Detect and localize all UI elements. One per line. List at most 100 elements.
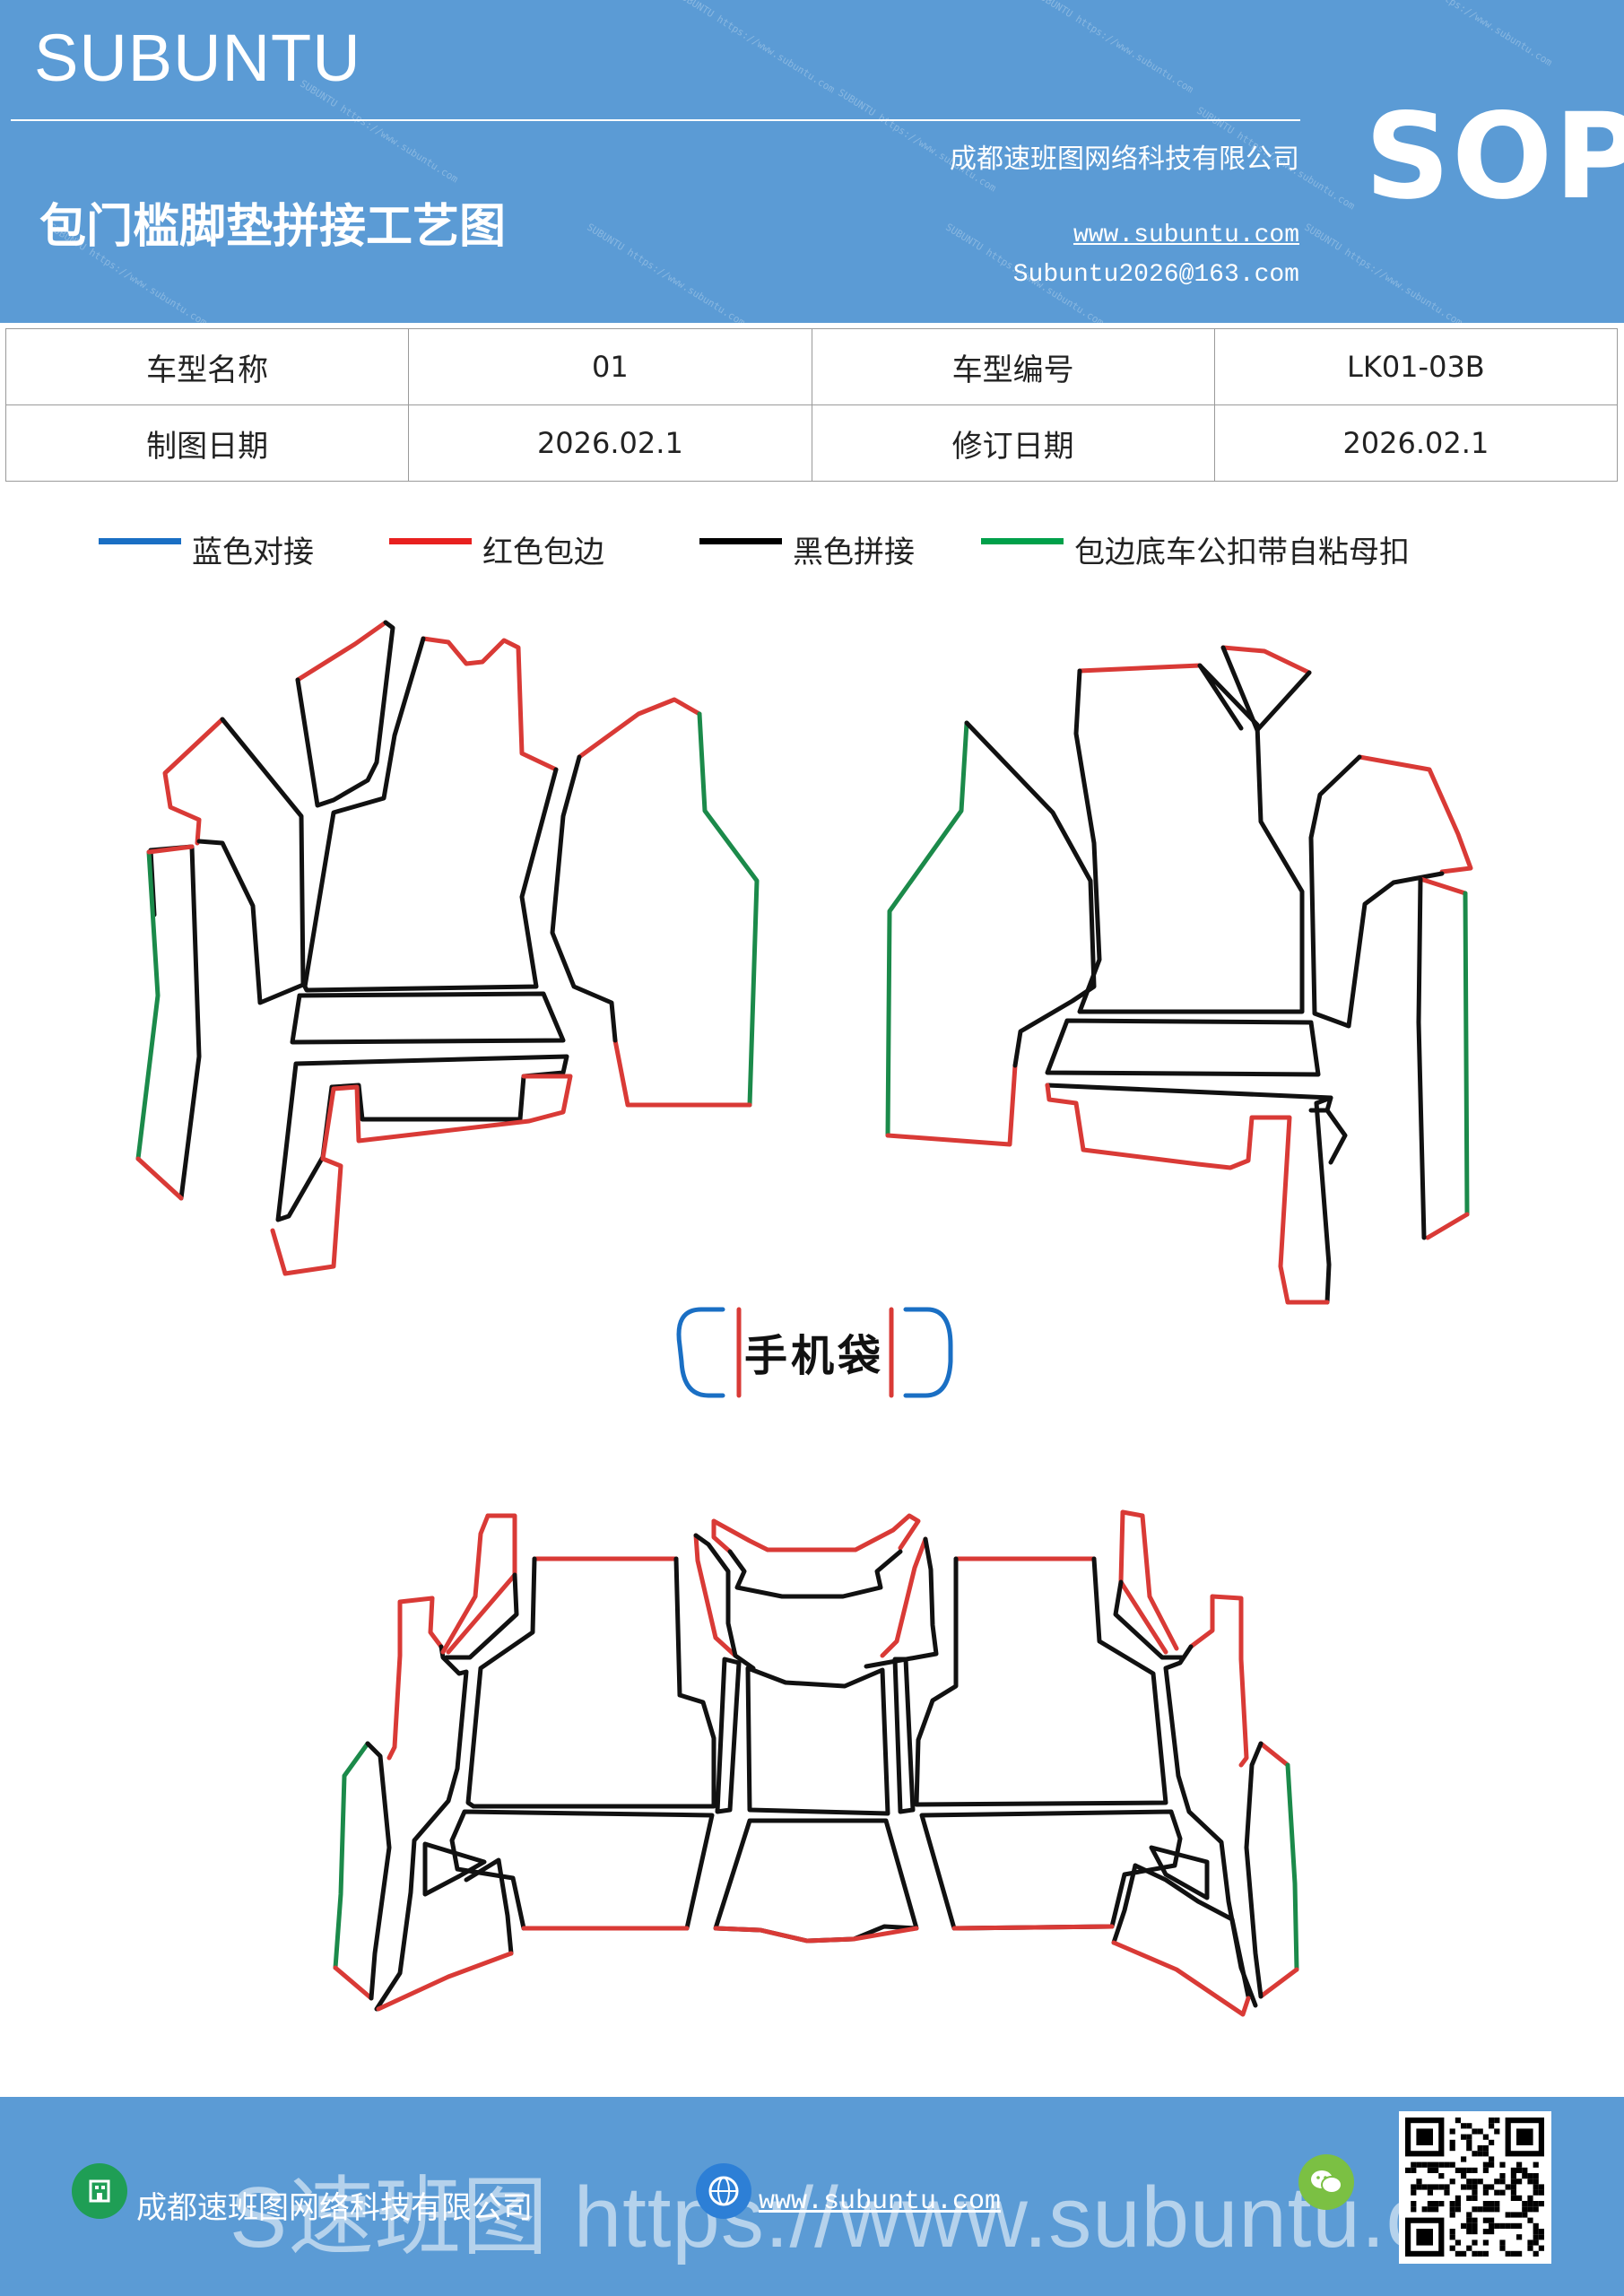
mat-piece-rear-left-tall-outline [444,1572,519,1660]
building-icon [72,2163,127,2219]
mat-piece-rear-right-tall-red-edge [1120,1509,1179,1651]
qr-code-pattern [1405,2118,1544,2257]
globe-icon [696,2163,751,2219]
info-table-label-cell: 制图日期 [4,404,410,482]
mat-piece-rear-center-right-red-edge [880,1536,928,1658]
phone-pocket-left-blue-edge [676,1307,725,1398]
mat-piece-rear-center-right-outline [864,1536,939,1669]
mat-piece-rear-right-tall-outline [1113,1579,1185,1660]
mat-piece-rear-left-outer-red-edge [428,1596,444,1649]
phone-pocket-right-blue-edge [903,1307,953,1398]
info-table-value-cell: 2026.02.1 [408,404,812,482]
mat-piece-left-strip-green-edge [135,849,161,1161]
mat-piece-left-door-red-bottom [612,1038,752,1108]
legend-swatch-red [389,538,472,544]
mat-piece-left-strip-red-top [146,844,195,855]
mat-piece-rear-center-left-outline [693,1533,756,1671]
mat-piece-right-sill-bar-outline [1045,1018,1321,1077]
mat-piece-rear-left-seat-outline [465,1556,716,1809]
mat-piece-right-outer-outline [1308,754,1445,1029]
mat-piece-rear-right-corner-red-edge [1111,1940,1251,2017]
mat-piece-right-door-green-edge [885,720,969,1138]
qr-code [1399,2111,1551,2264]
mat-piece-rear-left-tall-red-edge [446,1513,517,1655]
mat-piece-rear-right-outer-red-edge [1210,1594,1249,1768]
page-title: 包门槛脚垫拼接工艺图 [39,199,507,254]
mat-piece-rear-left-strip-green-edge [333,1741,370,1970]
mat-piece-left-outer-outline [196,717,306,1005]
mat-piece-left-main-outline [302,636,559,993]
mat-piece-right-strip-green-edge [1463,891,1470,1217]
mat-piece-left-lower-rail-red-edge [331,1074,573,1144]
edge-legend: 蓝色对接 红色包边 黑色拼接 包边底车公扣带自粘母扣 [0,527,1624,572]
info-table-value-cell: 01 [408,328,812,405]
header-banner: SUBUNTU 包门槛脚垫拼接工艺图 成都速班图网络科技有限公司 www.sub… [0,0,1624,323]
info-table-label-cell: 车型编号 [811,328,1215,405]
website-link[interactable]: www.subuntu.com [1073,222,1299,249]
mat-piece-left-outer-red-edge [162,717,225,846]
mat-piece-rear-right-corner-outline [1111,1863,1138,1945]
mat-piece-right-outer-red-edge [1357,754,1473,874]
header-divider [11,119,1300,121]
email-text: Subuntu2026@163.com [1012,261,1299,289]
mat-piece-right-lower-rail-outline [1314,1095,1333,1305]
info-table-label-cell: 修订日期 [811,404,1215,482]
legend-label: 包边底车公扣带自粘母扣 [1074,535,1410,570]
mat-piece-rear-left-strip-outline [365,1741,392,2001]
mat-piece-rear-left-strip-red-edge [333,1965,374,2001]
brand-logo-text: SUBUNTU [34,21,361,95]
mat-piece-rear-right-strip-green-edge [1285,1762,1299,1972]
mat-piece-rear-center-top-outline [727,1549,903,1599]
footer-website-link[interactable]: www.subuntu.com [759,2187,1002,2217]
legend-label: 黑色拼接 [793,535,915,570]
mat-group-front-right [885,645,1473,1305]
mat-piece-right-main-outline [1073,663,1305,1014]
mat-group-rear [333,1509,1299,2017]
wechat-icon [1298,2154,1354,2210]
legend-swatch-blue [99,538,181,544]
mat-piece-right-strip-red-bottom [1425,1212,1470,1240]
mat-piece-rear-left-corner-red-edge [376,1951,514,2012]
mat-group-front-left [135,620,760,1276]
mat-piece-left-door-red-edge [577,697,702,760]
mat-piece-rear-right-outer-red-edge [1188,1594,1215,1649]
footer-company-name: 成都速班图网络科技有限公司 [136,2190,533,2226]
legend-swatch-black [699,538,782,544]
footer-banner: S速班图 https://www.subuntu.com 成都速班图网络科技有限… [0,2097,1624,2296]
legend-label: 蓝色对接 [192,535,314,570]
company-name: 成都速班图网络科技有限公司 [950,144,1299,175]
mat-piece-right-notch-red-edge [1220,645,1312,675]
legend-label: 红色包边 [482,535,604,570]
mat-piece-rear-right-seat-outline [914,1556,1168,1807]
mat-piece-rear-center-top-red-edge [711,1518,733,1554]
mat-piece-rear-center-gap-right [892,1657,916,1814]
mat-piece-right-notch-outline [1220,645,1312,733]
mat-piece-rear-center-left-red-edge [693,1533,738,1658]
mat-piece-rear-left-outer-outline [374,1644,469,2012]
mat-piece-left-door-green-edge [697,711,760,1108]
mat-piece-left-main-red-edge [421,636,559,772]
mat-piece-right-strip-red-top [1418,876,1468,896]
mat-piece-rear-center-seat-outline [745,1665,890,1816]
mat-piece-left-lower-rail-outline [275,1054,569,1222]
legend-swatch-green [981,538,1064,544]
mat-piece-left-strip-outline [148,844,202,1201]
mat-piece-rear-right-corner-outline [1133,1863,1251,1999]
mat-piece-rear-right-strip-outline [1244,1741,1264,1999]
mat-piece-rear-center-top-red-edge [711,1513,921,1552]
mat-piece-rear-left-wedge-outline [422,1841,487,1897]
globe-icon-glyph [708,2176,739,2206]
mat-piece-rear-center-gap-left [715,1657,742,1814]
mat-piece-rear-center-lower-outline [713,1818,919,1944]
mat-piece-rear-right-wedge-outline [1149,1845,1210,1900]
mat-piece-rear-right-strip-red-top [1258,1741,1290,1768]
phone-pocket-label: 手机袋 [744,1331,885,1381]
mat-piece-left-lower-rail-red-foot [270,1086,343,1276]
mat-piece-left-tall-outline [295,620,395,808]
mat-piece-left-tall-red-edge [295,620,388,683]
mat-piece-rear-center-lower-red-edge [713,1926,919,1944]
mat-piece-right-strip-outline [1416,876,1427,1240]
wechat-icon-glyph [1311,2170,1342,2194]
